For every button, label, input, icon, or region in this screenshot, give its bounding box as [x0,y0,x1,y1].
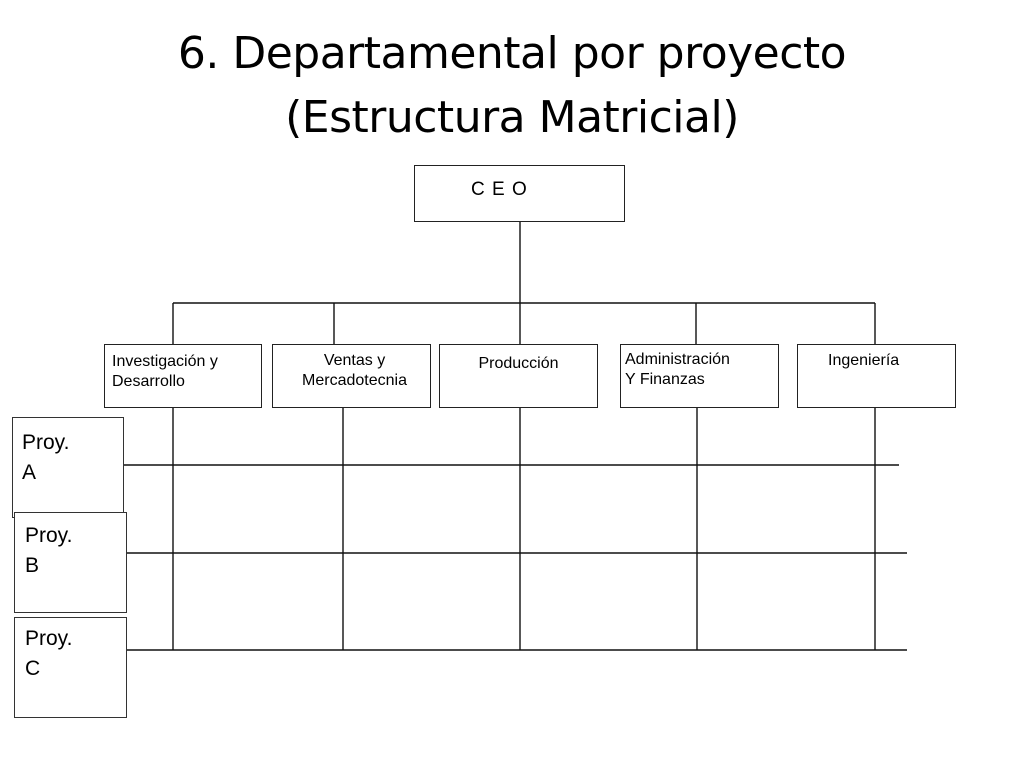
department-produccion: Producción [439,344,598,408]
project-label-line1: Proy. [25,627,73,650]
project-a-box: Proy. A [12,417,124,518]
project-c-box: Proy. C [14,617,127,718]
department-administracion-finanzas: Administración Y Finanzas [620,344,779,408]
slide-title-line2: (Estructura Matricial) [285,92,739,143]
department-label-line1: Ventas y [323,352,386,369]
ceo-label: C E O [471,179,528,200]
department-label-line2: Desarrollo [112,373,185,390]
ceo-box: C E O [414,165,625,222]
department-investigacion-desarrollo: Investigación y Desarrollo [104,344,262,408]
slide-title-line1: 6. Departamental por proyecto [177,28,847,79]
department-ventas-mercadotecnia: Ventas y Mercadotecnia [272,344,431,408]
department-label-line1: Ingeniería [828,352,900,369]
project-label-line1: Proy. [25,524,73,547]
project-label-line2: B [25,554,40,577]
department-label-line1: Producción [478,355,559,372]
department-ingenieria: Ingeniería [797,344,956,408]
project-label-line2: C [25,657,41,680]
slide-title: 6. Departamental por proyecto (Estructur… [0,22,1024,150]
department-label-line1: Investigación y [112,353,218,370]
project-label-line2: A [22,461,37,484]
department-label-line2: Y Finanzas [625,371,705,388]
project-b-box: Proy. B [14,512,127,613]
department-label-line2: Mercadotecnia [302,372,407,389]
department-label-line1: Administración [625,351,730,368]
project-label-line1: Proy. [22,431,70,454]
